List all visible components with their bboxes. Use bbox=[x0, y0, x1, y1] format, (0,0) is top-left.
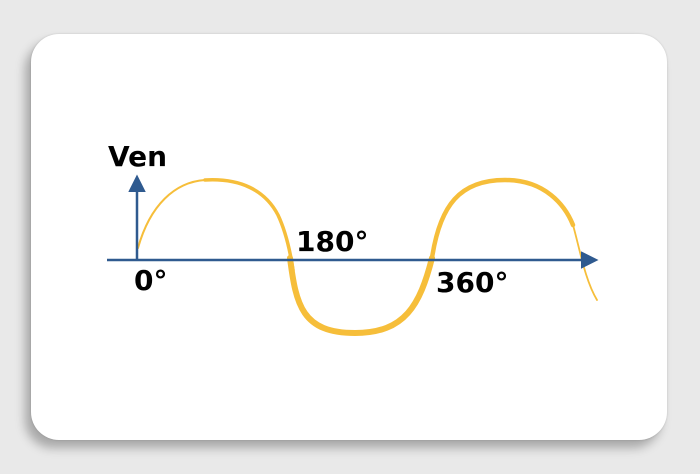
sine-wave-positive-half bbox=[203, 178, 295, 272]
y-axis-label: Ven bbox=[108, 140, 167, 173]
tick-label-360: 360° bbox=[436, 266, 508, 299]
sine-wave-thin-start bbox=[137, 179, 206, 249]
sine-wave-second-positive-half bbox=[429, 177, 576, 261]
sine-wave-thin-end bbox=[572, 224, 598, 301]
tick-label-180: 180° bbox=[296, 225, 368, 258]
sine-wave-negative-half bbox=[287, 255, 435, 337]
tick-label-0: 0° bbox=[134, 264, 167, 297]
